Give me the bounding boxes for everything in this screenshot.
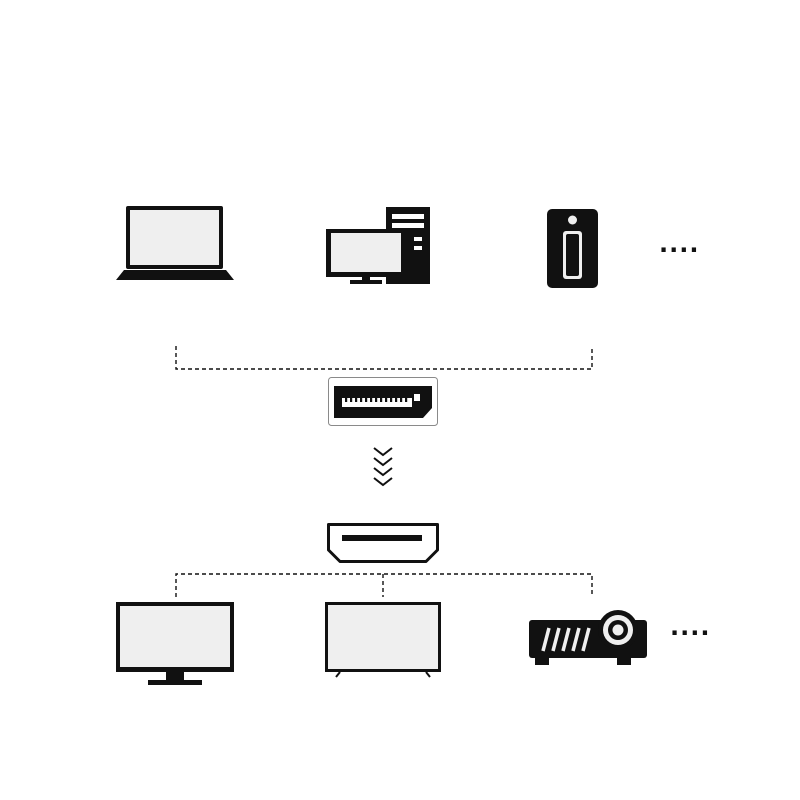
chevron-down-icon	[371, 446, 395, 492]
more-sources-ellipsis: ····	[659, 236, 700, 264]
laptop-icon	[115, 204, 235, 282]
monitor-icon	[115, 601, 235, 686]
smartphone-icon	[547, 209, 598, 288]
hdmi-connector-icon	[327, 523, 439, 563]
projector-icon	[527, 610, 649, 668]
television-icon	[324, 601, 442, 678]
more-outputs-ellipsis: ····	[670, 619, 711, 647]
output-bracket-line	[175, 573, 593, 597]
displayport-connector-icon	[328, 377, 438, 426]
desktop-computer-icon	[326, 207, 430, 285]
source-bracket-line	[175, 346, 593, 370]
